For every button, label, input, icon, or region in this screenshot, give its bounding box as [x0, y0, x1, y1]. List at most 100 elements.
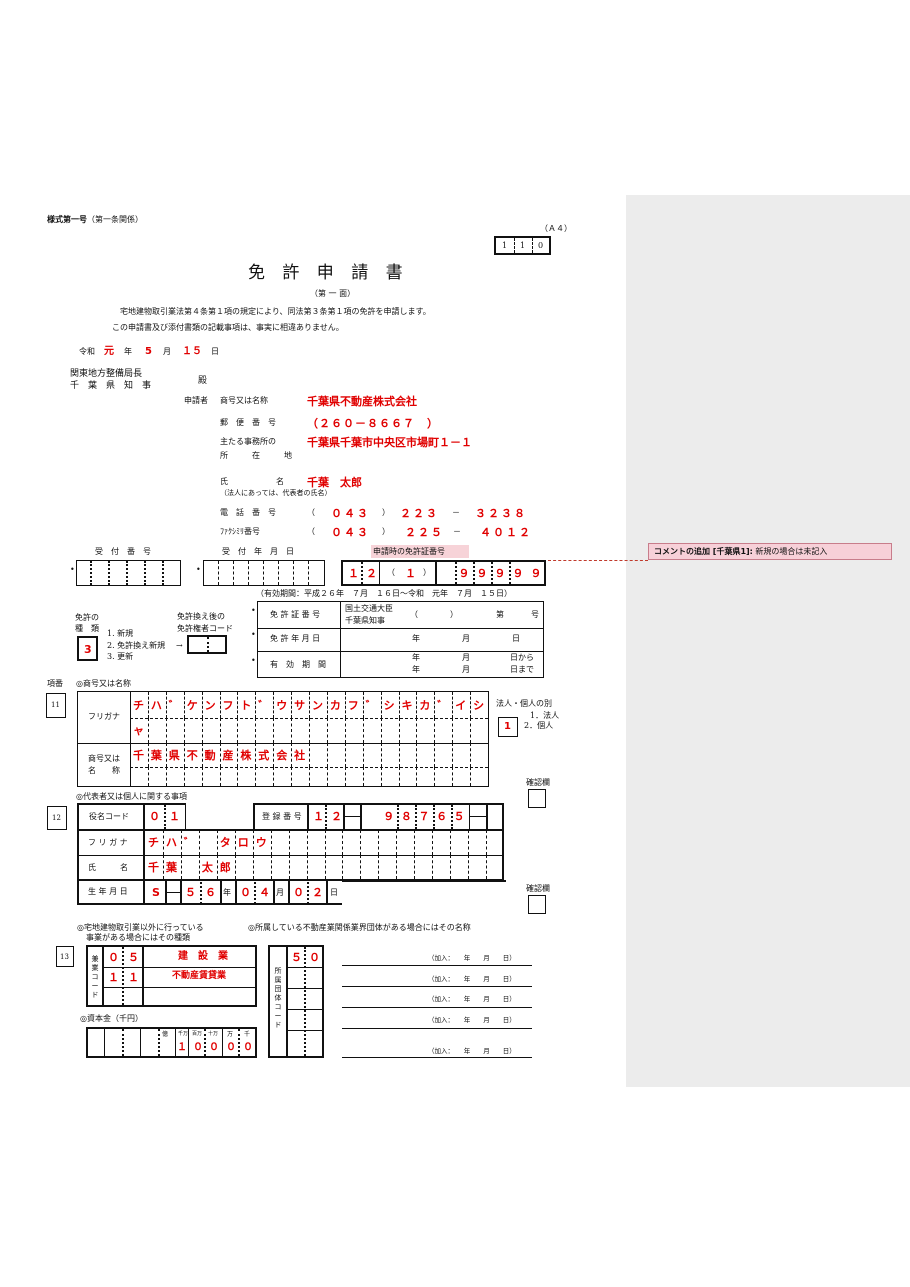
birth-day-digit: ０	[293, 886, 304, 899]
grid-char: カ	[419, 698, 431, 712]
business-code-digit: ０	[108, 951, 119, 964]
grid-divider	[183, 692, 185, 718]
license-prefix-digit: １	[348, 567, 359, 580]
grid-char: タ	[219, 836, 231, 849]
unit-year: 年	[412, 634, 420, 643]
unit-month: 月	[462, 665, 470, 674]
join-date: （加入： 年 月 日）	[428, 954, 516, 962]
grid-char: フ	[347, 698, 359, 712]
grid-char: ト	[240, 698, 252, 712]
tel-dash: －	[452, 508, 460, 517]
license-type-box[interactable]: 3	[77, 636, 98, 661]
bullet: •	[70, 565, 75, 574]
grid-divider	[324, 830, 326, 855]
association-code-label: 所属団体コード	[274, 967, 282, 1029]
grid-divider	[360, 830, 362, 855]
reg-digit: ７	[418, 810, 430, 823]
grid-char: ゛	[437, 698, 449, 712]
grid-divider	[450, 830, 452, 855]
grid-divider	[434, 767, 436, 786]
join-date: （加入： 年 月 日）	[428, 995, 516, 1003]
comment-balloon[interactable]: コメントの追加 [千葉県1]: 新規の場合は未記入	[648, 543, 892, 560]
grid-char: 千	[133, 748, 144, 762]
join-date: （加入： 年 月 日）	[428, 1016, 516, 1024]
capital-box[interactable]: 億 千万 百万 十万 万 千 １ ０ ０ ０ ０	[86, 1027, 257, 1058]
grid-char: 葉	[165, 860, 177, 874]
grid-divider	[255, 743, 257, 767]
capital-digit: ０	[226, 1042, 236, 1053]
grid-divider	[414, 830, 416, 855]
grid-divider	[468, 830, 470, 855]
date-day: １５	[182, 346, 202, 357]
grid-divider	[252, 830, 254, 855]
birth-month-digit: ０	[240, 886, 251, 899]
authority-2: 千葉県知事	[345, 616, 385, 625]
confirm-label: 確認欄	[526, 778, 550, 787]
grid-divider	[432, 855, 434, 879]
comment-sidebar	[626, 195, 910, 1087]
grid-divider	[147, 718, 149, 743]
grid-divider	[309, 767, 310, 786]
license-type-label-2: 種 類	[75, 624, 99, 633]
join-date: （加入： 年 月 日）	[428, 1047, 516, 1055]
confirm-box[interactable]	[528, 895, 546, 914]
birth-era: S	[152, 886, 160, 899]
other-business-section: ◎宅地建物取引業以外に行っている	[77, 923, 204, 932]
receipt-no-box[interactable]	[76, 560, 181, 586]
license-digits: ９ ９ ９ ９ ９	[455, 568, 545, 579]
grid-char: フ	[222, 698, 234, 712]
birth-date-label: 生 年 月 日	[88, 887, 128, 896]
entity-type-label: 法人・個人の別	[496, 699, 552, 708]
addressee-line-2: 千 葉 県 知 事	[70, 381, 152, 391]
grid-divider	[416, 767, 418, 786]
birth-year-digit: ６	[205, 886, 216, 899]
transfer-code-box[interactable]	[187, 635, 227, 654]
grid-divider	[198, 855, 200, 879]
confirm-label: 確認欄	[526, 884, 550, 893]
unit-senman: 千万	[178, 1031, 189, 1037]
grid-divider	[468, 855, 470, 879]
grid-divider	[255, 718, 257, 743]
item12-section: ◎代表者又は個人に関する事項	[76, 792, 187, 801]
intro-line-1: 宅地建物取引業法第４条第１項の規定により、同法第３条第１項の免許を申請します。	[120, 307, 431, 316]
confirm-box[interactable]	[528, 789, 546, 808]
role-code-digit: ０	[149, 810, 160, 823]
license-digit: ９	[530, 567, 542, 580]
license-number-box[interactable]: １ ２ （ １ ） ９ ９ ９ ９ ９	[341, 560, 546, 586]
unit-month: 月	[462, 634, 470, 643]
grid-divider	[306, 855, 308, 879]
capital-digit: ０	[209, 1042, 219, 1053]
intro-line-2: この申請書及び添付書類の記載事項は、事実に相違ありません。	[112, 323, 344, 332]
fax-label: ﾌｧｸｼﾐﾘ番号	[220, 527, 260, 536]
fax-paren-close: ）	[382, 527, 390, 536]
receipt-date-box[interactable]	[203, 560, 325, 586]
office-label-2: 所 在 地	[220, 451, 292, 460]
grid-char: 式	[258, 748, 270, 762]
grid-char: ウ	[276, 698, 288, 712]
validity-period: （有効期間：平成２６年 ７月 １６日～令和 元年 ７月 １５日）	[256, 589, 512, 598]
entity-type-box[interactable]: 1	[498, 717, 518, 737]
grid-divider	[380, 743, 382, 767]
grid-char: 太	[201, 860, 213, 874]
grid-divider	[288, 855, 290, 879]
unit-sen: 千	[244, 1031, 251, 1038]
grid-divider	[198, 830, 200, 855]
grid-divider	[452, 692, 454, 718]
grid-divider	[452, 767, 454, 786]
cert-go: 号	[531, 610, 539, 619]
grid-divider	[219, 718, 221, 743]
item11-section: ◎商号又は名称	[76, 679, 131, 688]
grid-char: ゛	[168, 698, 180, 712]
receipt-no-label: 受 付 番 号	[95, 547, 151, 556]
cert-no-label: 免 許 証 番 号	[270, 610, 321, 619]
item11-number-box: 11	[46, 693, 66, 718]
grid-divider	[234, 830, 236, 855]
license-type-option-3: 3. 更新	[107, 652, 134, 661]
fax-paren-open: （	[307, 527, 315, 536]
grid-char: 葉	[150, 748, 162, 762]
grid-char: 株	[240, 748, 252, 762]
grid-divider	[344, 692, 346, 718]
office-label: 主たる事務所の	[220, 437, 276, 446]
business-code-label: 兼業コード	[91, 955, 99, 999]
item12-number-box: 12	[47, 806, 67, 830]
